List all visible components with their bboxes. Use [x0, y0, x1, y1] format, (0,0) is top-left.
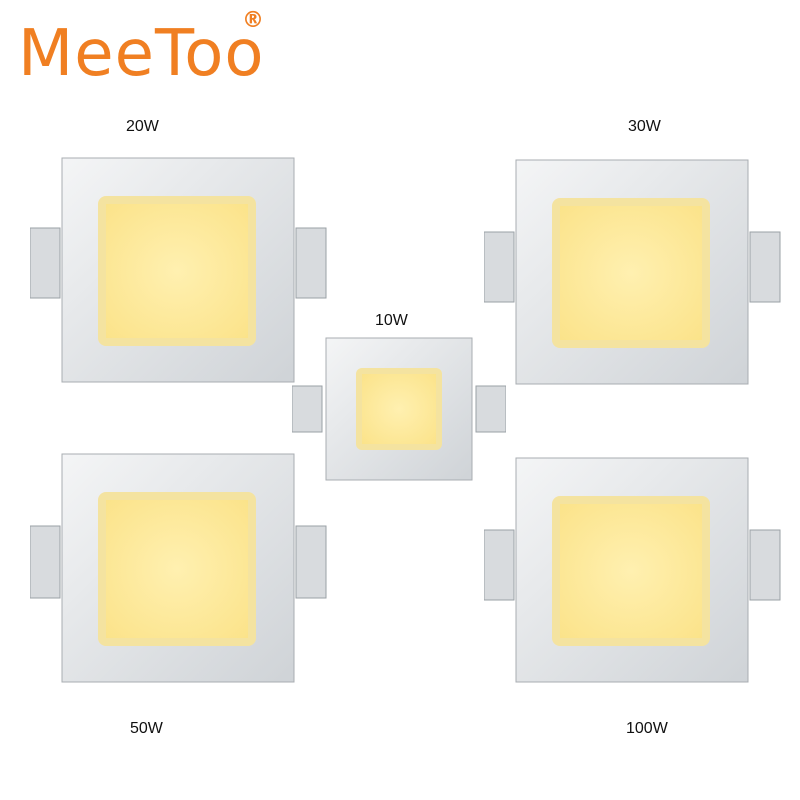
led-chip-image	[484, 457, 781, 683]
led-chip-image	[484, 159, 781, 385]
led-chip-image	[30, 453, 327, 683]
wattage-label-100w: 100W	[626, 720, 668, 737]
wattage-label-30w: 30W	[628, 118, 661, 135]
wattage-label-20w: 20W	[126, 118, 159, 135]
led-chip-image	[292, 337, 506, 481]
led-chip-30w	[484, 152, 784, 392]
led-chip-20w	[30, 150, 330, 390]
led-chip-50w	[30, 446, 330, 690]
led-chip-100w	[484, 450, 784, 690]
registered-mark: ®	[242, 8, 264, 33]
brand-logo: MeeToo	[18, 17, 265, 91]
wattage-label-50w: 50W	[130, 720, 163, 737]
led-chip-10w	[292, 334, 506, 484]
wattage-label-10w: 10W	[375, 312, 408, 329]
led-chip-image	[30, 157, 327, 383]
